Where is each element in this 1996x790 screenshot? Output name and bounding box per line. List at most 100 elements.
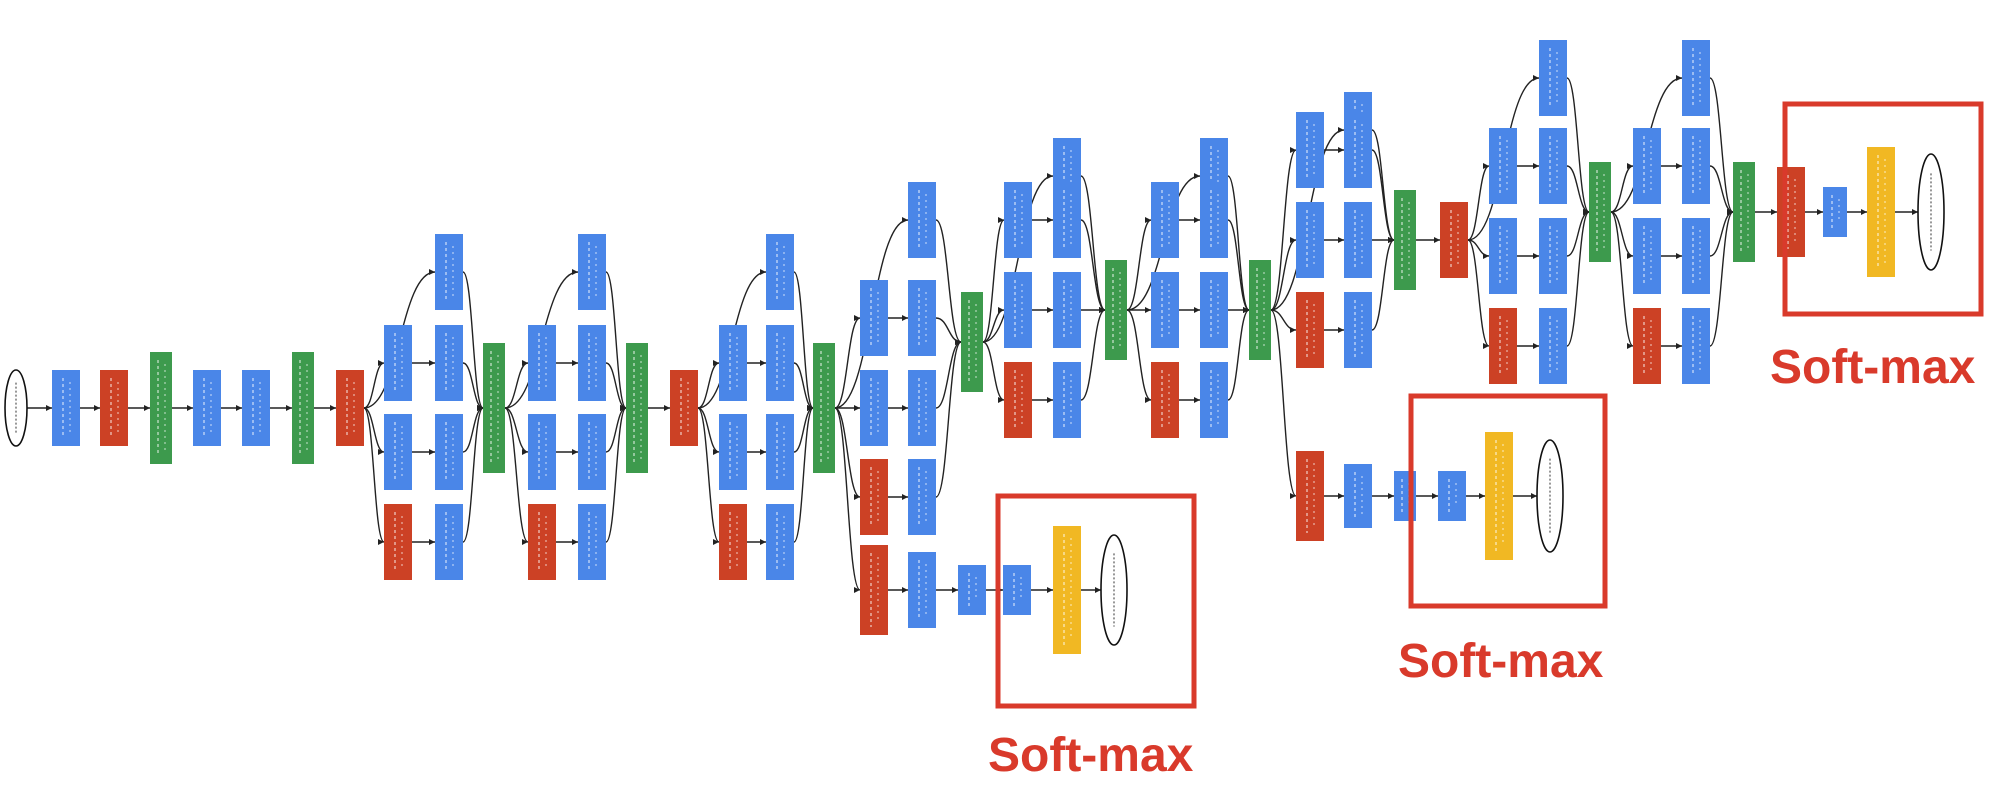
edge-119	[1709, 211, 1734, 347]
softmax-box-3	[1782, 101, 1984, 317]
concat-node-56	[1105, 260, 1127, 360]
edge-110	[1610, 165, 1634, 213]
edge-arrow-96	[1531, 493, 1537, 499]
edge-15	[462, 362, 484, 409]
edge-arrow-98	[1533, 75, 1539, 81]
conv-node-86	[1539, 308, 1567, 384]
edge-105	[1566, 77, 1590, 213]
edge-arrow-24	[572, 539, 578, 545]
edge-arrow-102	[1533, 163, 1539, 169]
conv-node-81	[1489, 128, 1517, 204]
edge-38	[793, 362, 814, 409]
edge-arrow-52	[854, 587, 860, 593]
edge-arrow-111	[1627, 253, 1633, 259]
edge-40	[793, 407, 814, 543]
softmax-box-1	[995, 493, 1197, 709]
edge-arrow-0	[46, 405, 52, 411]
edge-arrow-74	[1194, 307, 1200, 313]
edge-arrow-80	[1338, 127, 1344, 133]
edge-arrow-95	[1479, 493, 1485, 499]
conv-node-97	[1823, 187, 1847, 237]
edge-88	[1371, 149, 1395, 241]
edge-arrow-73	[1194, 217, 1200, 223]
concat-node-3	[150, 352, 172, 464]
edge-arrow-21	[522, 539, 528, 545]
edge-70	[1126, 219, 1152, 311]
conv-node-66	[1296, 112, 1324, 188]
edge-116	[1709, 77, 1734, 213]
edge-arrow-108	[1583, 209, 1589, 215]
edge-arrow-60	[998, 307, 1004, 313]
softmax-highlight-boxes	[995, 101, 1984, 709]
softmax-label-3: Soft-max	[1770, 341, 1976, 394]
conv-node-17	[528, 325, 556, 401]
conv-node-31	[766, 504, 794, 580]
edge-17	[462, 407, 484, 543]
conv-node-58	[1151, 182, 1179, 258]
edge-arrow-121	[1817, 209, 1823, 215]
conv-node-34	[860, 280, 888, 356]
conv-node-83	[1489, 218, 1517, 294]
edge-arrow-8	[378, 360, 384, 366]
conv-node-28	[719, 414, 747, 490]
pool-node-79	[1440, 202, 1468, 278]
conv-node-18	[578, 325, 606, 401]
edge-arrow-83	[1290, 327, 1296, 333]
conv-node-44	[908, 552, 936, 628]
conv-node-1	[52, 370, 80, 446]
edge-91	[1270, 309, 1297, 497]
edge-arrow-112	[1627, 343, 1633, 349]
conv-node-90	[1682, 128, 1710, 204]
nodes	[4, 40, 1945, 654]
conv-node-11	[384, 414, 412, 490]
edge-arrow-5	[286, 405, 292, 411]
conv-node-10	[435, 325, 463, 401]
edge-arrow-86	[1338, 327, 1344, 333]
edge-arrow-13	[429, 539, 435, 545]
concat-node-23	[626, 343, 648, 473]
softmax-node-47	[1053, 526, 1081, 654]
edge-arrow-120	[1771, 209, 1777, 215]
edge-37	[793, 271, 814, 409]
edge-76	[1227, 175, 1250, 311]
edge-arrow-31	[713, 360, 719, 366]
edge-arrow-29	[664, 405, 670, 411]
edge-8	[363, 362, 385, 409]
edge-arrow-4	[236, 405, 242, 411]
edge-arrow-72	[1145, 397, 1151, 403]
edge-arrow-18	[572, 269, 578, 275]
edge-51	[935, 341, 962, 498]
conv-node-68	[1296, 202, 1324, 278]
edge-77	[1227, 219, 1250, 311]
edge-arrow-28	[620, 405, 626, 411]
edge-14	[462, 271, 484, 409]
pool-node-43	[860, 545, 888, 635]
edge-50	[935, 341, 962, 409]
edge-arrow-84	[1338, 147, 1344, 153]
edge-arrow-23	[572, 449, 578, 455]
edge-arrow-46	[902, 405, 908, 411]
concat-node-40	[961, 292, 983, 392]
edge-arrow-2	[144, 405, 150, 411]
edge-arrow-61	[998, 397, 1004, 403]
edge-87	[1371, 129, 1395, 241]
edge-arrow-7	[429, 269, 435, 275]
conv-node-20	[578, 414, 606, 490]
conv-node-82	[1539, 128, 1567, 204]
pool-node-93	[1633, 308, 1661, 384]
edge-72	[1126, 309, 1152, 401]
edge-arrow-41	[902, 217, 908, 223]
softmax-label-1: Soft-max	[988, 729, 1194, 782]
concat-node-95	[1733, 162, 1755, 262]
edge-19	[504, 362, 529, 409]
edge-108	[1566, 211, 1590, 347]
edge-arrow-33	[713, 539, 719, 545]
edge-arrow-104	[1533, 343, 1539, 349]
pool-node-21	[528, 504, 556, 580]
edge-48	[935, 219, 962, 343]
edge-arrow-35	[760, 449, 766, 455]
edge-arrow-1	[94, 405, 100, 411]
conv-node-33	[908, 182, 936, 258]
conv-node-89	[1633, 128, 1661, 204]
conv-node-46	[1003, 565, 1031, 615]
